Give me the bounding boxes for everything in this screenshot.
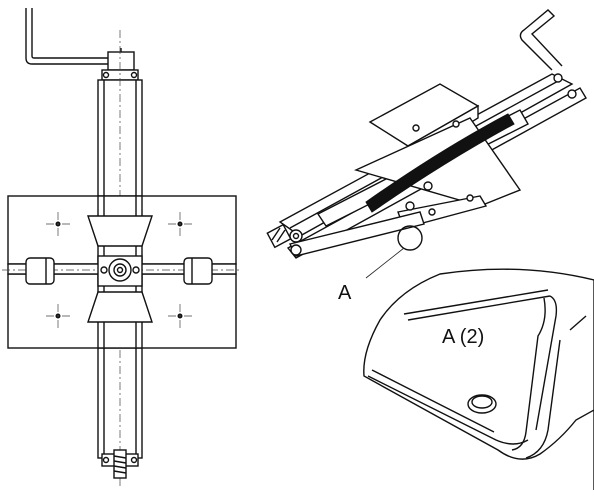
detail-outline [363,268,594,490]
crank-handle-inner [31,8,112,59]
detail-hole [467,394,497,414]
perspective-crank [519,9,563,71]
right-cylinder [183,257,213,285]
perspective-end-screw [266,223,292,249]
center-hub [108,258,132,282]
detail-view-drawing [363,268,594,490]
leader-line [365,247,405,279]
front-view-drawing [2,8,242,488]
crank-handle [25,8,112,65]
lower-saddle [87,291,153,323]
left-cylinder [25,257,55,285]
plate-bolts [46,212,192,328]
detail-circle-a [397,225,423,251]
threaded-screw [113,449,127,479]
callout-label-a: A [338,282,352,304]
screw-thread [365,113,515,213]
upper-saddle [87,215,153,247]
detail-label-a2: A (2) [442,326,485,348]
crank-coupler [107,51,135,71]
perspective-view-drawing [266,9,587,279]
